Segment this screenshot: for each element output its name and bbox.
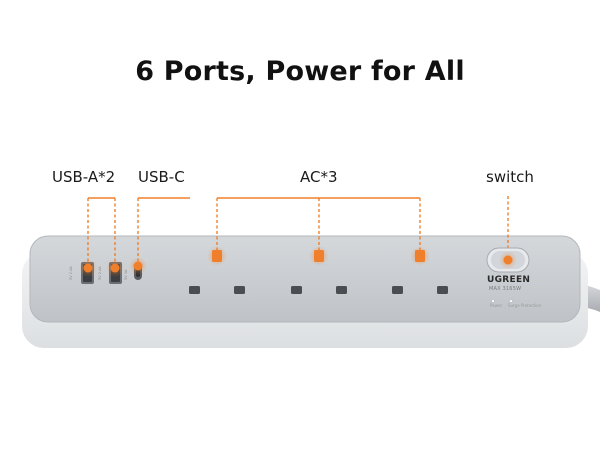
switch-label: switch bbox=[486, 168, 534, 186]
power-indicator bbox=[491, 299, 495, 303]
usb-c-label: USB-C bbox=[138, 168, 185, 186]
page-title: 6 Ports, Power for All bbox=[135, 56, 465, 87]
ac-label: AC*3 bbox=[300, 168, 338, 186]
surge-indicator-label: Surge Protection bbox=[508, 303, 542, 308]
brand-logo-text: UGREEN bbox=[487, 275, 531, 285]
usb-a-label: USB-A*2 bbox=[52, 168, 116, 186]
svg-text:5V 2.4A: 5V 2.4A bbox=[98, 266, 102, 280]
power-switch bbox=[486, 247, 530, 273]
svg-text:5V 3A: 5V 3A bbox=[124, 269, 128, 280]
svg-text:5V 2.4A: 5V 2.4A bbox=[69, 266, 73, 280]
surge-indicator bbox=[509, 299, 513, 303]
power-indicator-label: Power bbox=[490, 303, 503, 308]
strip-body-top bbox=[30, 236, 580, 322]
spec-text: MAX 3165W bbox=[489, 286, 522, 292]
